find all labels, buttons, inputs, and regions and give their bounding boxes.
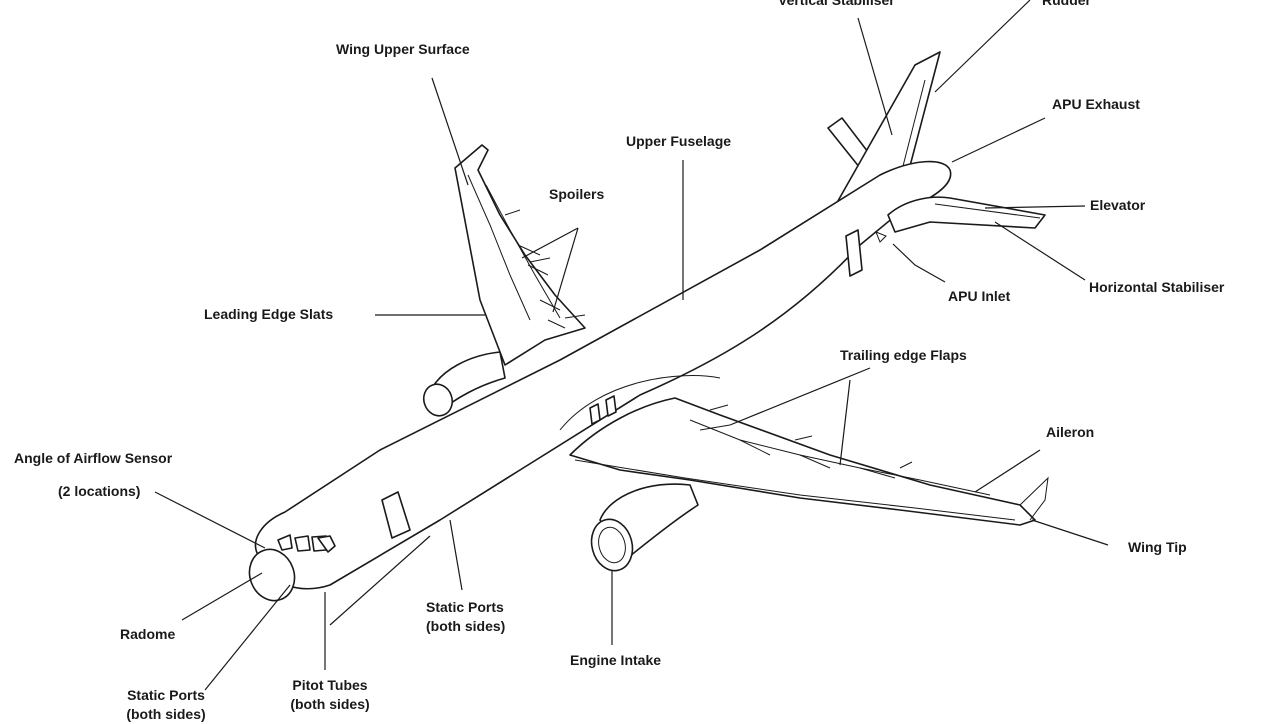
label-leading-edge-slats: Leading Edge Slats	[204, 306, 334, 322]
label-elevator: Elevator	[1090, 197, 1146, 213]
static-ports-fwd-line1: Static Ports	[127, 687, 205, 703]
pitot-tubes-line1: Pitot Tubes	[292, 677, 368, 693]
label-two-locations: (2 locations)	[58, 483, 141, 499]
near-engine	[590, 483, 699, 572]
static-ports-aft-line1: Static Ports	[426, 599, 504, 615]
label-vertical-stabiliser: Vertical Stabiliser	[778, 0, 895, 8]
label-aileron: Aileron	[1046, 424, 1095, 440]
label-static-ports-fwd: Static Ports (both sides)	[112, 686, 220, 724]
label-static-ports-aft: Static Ports (both sides)	[426, 598, 505, 636]
far-wing	[454, 144, 586, 366]
pitot-tubes-line2: (both sides)	[290, 696, 370, 712]
far-engine	[422, 351, 506, 417]
label-wing-upper-surface: Wing Upper Surface	[336, 41, 470, 57]
label-trailing-edge-flaps: Trailing edge Flaps	[840, 347, 967, 363]
label-pitot-tubes: Pitot Tubes (both sides)	[278, 676, 382, 714]
leader-lines	[154, 0, 1109, 691]
label-horizontal-stabiliser: Horizontal Stabiliser	[1089, 279, 1225, 295]
label-radome: Radome	[120, 626, 176, 642]
label-angle-of-airflow-sensor: Angle of Airflow Sensor	[14, 450, 173, 466]
label-spoilers: Spoilers	[549, 186, 605, 202]
horizontal-stabiliser-shape	[875, 196, 1046, 243]
label-apu-exhaust: APU Exhaust	[1052, 96, 1140, 112]
label-upper-fuselage: Upper Fuselage	[626, 133, 732, 149]
label-rudder: Rudder	[1042, 0, 1091, 8]
static-ports-aft-line2: (both sides)	[426, 618, 506, 634]
near-wing	[569, 397, 1049, 526]
label-apu-inlet: APU Inlet	[948, 288, 1011, 304]
static-ports-fwd-line2: (both sides)	[126, 706, 206, 722]
label-engine-intake: Engine Intake	[570, 652, 662, 668]
label-wing-tip: Wing Tip	[1128, 539, 1187, 555]
